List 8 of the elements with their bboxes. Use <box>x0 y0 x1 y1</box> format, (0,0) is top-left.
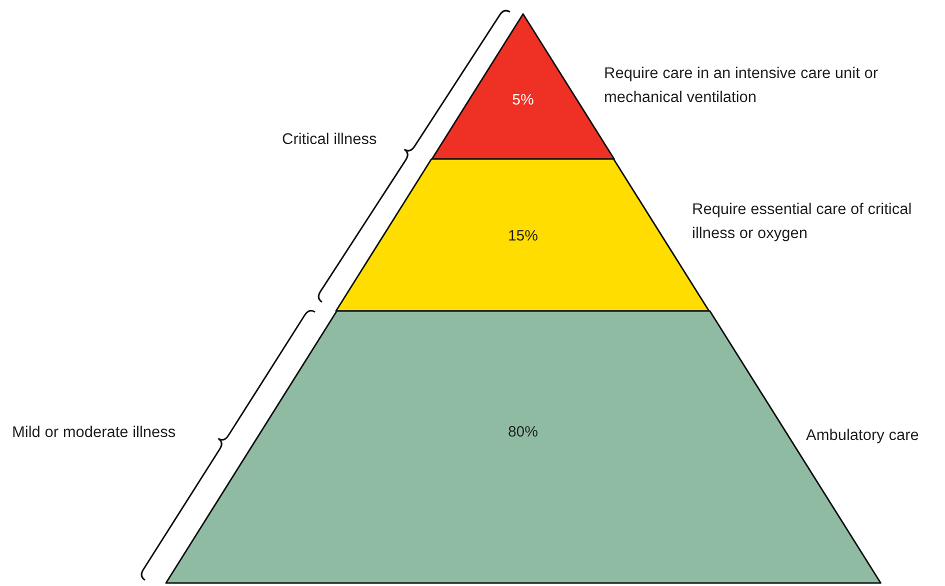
bracket-label: Critical illness <box>282 131 377 149</box>
tier-description: Ambulatory care <box>806 426 920 446</box>
percentage-label: 5% <box>512 92 534 108</box>
bracket-label: Mild or moderate illness <box>12 424 176 442</box>
percentage-label: 80% <box>508 424 538 440</box>
percentage-label: 15% <box>508 228 538 244</box>
tier-description: Require care in an intensive care unit or mechanical ventilation <box>604 64 879 108</box>
tier-description: Require essential care of critical illness or oxygen <box>692 200 913 244</box>
